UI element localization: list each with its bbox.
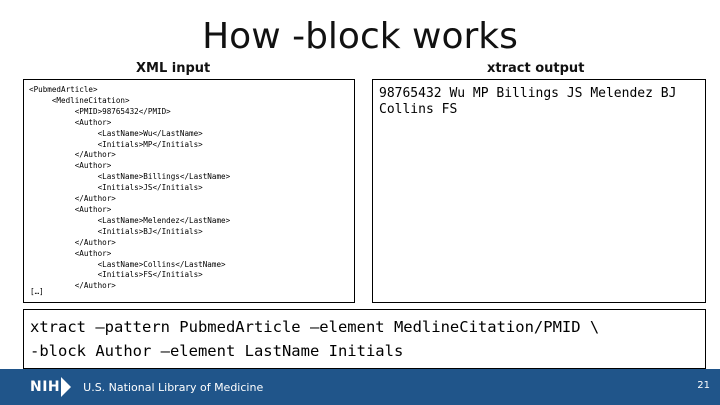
xml-line: <LastName>Wu</LastName>	[29, 128, 203, 138]
xml-line: <Author>	[29, 248, 112, 258]
xtract-output-label: xtract output	[487, 61, 585, 76]
xml-line: <Author>	[29, 117, 112, 127]
library-name: U.S. National Library of Medicine	[83, 380, 264, 394]
xml-line: <MedlineCitation>	[29, 95, 130, 105]
xml-line: <PMID>98765432</PMID>	[29, 106, 171, 116]
nih-logo-mark: NIH	[30, 379, 61, 395]
xml-ellipsis: […]	[30, 287, 44, 296]
command-line-2: -block Author –element LastName Initials	[30, 342, 404, 360]
xml-line: <LastName>Melendez</LastName>	[29, 215, 231, 225]
xml-line: <Initials>FS</Initials>	[29, 270, 203, 280]
xml-line: <LastName>Collins</LastName>	[29, 259, 226, 269]
xml-input-panel: <PubmedArticle> <MedlineCitation> <PMID>…	[23, 79, 355, 303]
xml-line: <Initials>BJ</Initials>	[29, 226, 203, 236]
command-line-1: xtract –pattern PubmedArticle –element M…	[30, 318, 600, 336]
xtract-output-text: 98765432 Wu MP Billings JS Melendez BJ C…	[379, 86, 677, 117]
command-box: xtract –pattern PubmedArticle –element M…	[23, 309, 706, 369]
xml-line: <Author>	[29, 161, 112, 171]
xml-line: </Author>	[29, 150, 116, 160]
xml-input-lines: <PubmedArticle> <MedlineCitation> <PMID>…	[29, 85, 230, 292]
xml-line: </Author>	[29, 194, 116, 204]
xml-line: </Author>	[29, 237, 116, 247]
xml-input-label: XML input	[136, 61, 211, 76]
xtract-output-panel: 98765432 Wu MP Billings JS Melendez BJ C…	[372, 79, 706, 303]
xml-line: <LastName>Billings</LastName>	[29, 172, 231, 182]
xml-line: <Author>	[29, 204, 112, 214]
page-number: 21	[697, 380, 710, 391]
xml-line: <PubmedArticle>	[29, 85, 98, 94]
nih-logo: NIH U.S. National Library of Medicine	[30, 377, 263, 397]
xml-line: <Initials>MP</Initials>	[29, 139, 203, 149]
xml-line: </Author>	[29, 281, 116, 291]
nih-arrow-icon	[61, 377, 72, 397]
footer-bar: NIH U.S. National Library of Medicine 21	[0, 369, 720, 405]
xml-line: <Initials>JS</Initials>	[29, 183, 203, 193]
slide-title: How -block works	[202, 16, 518, 57]
